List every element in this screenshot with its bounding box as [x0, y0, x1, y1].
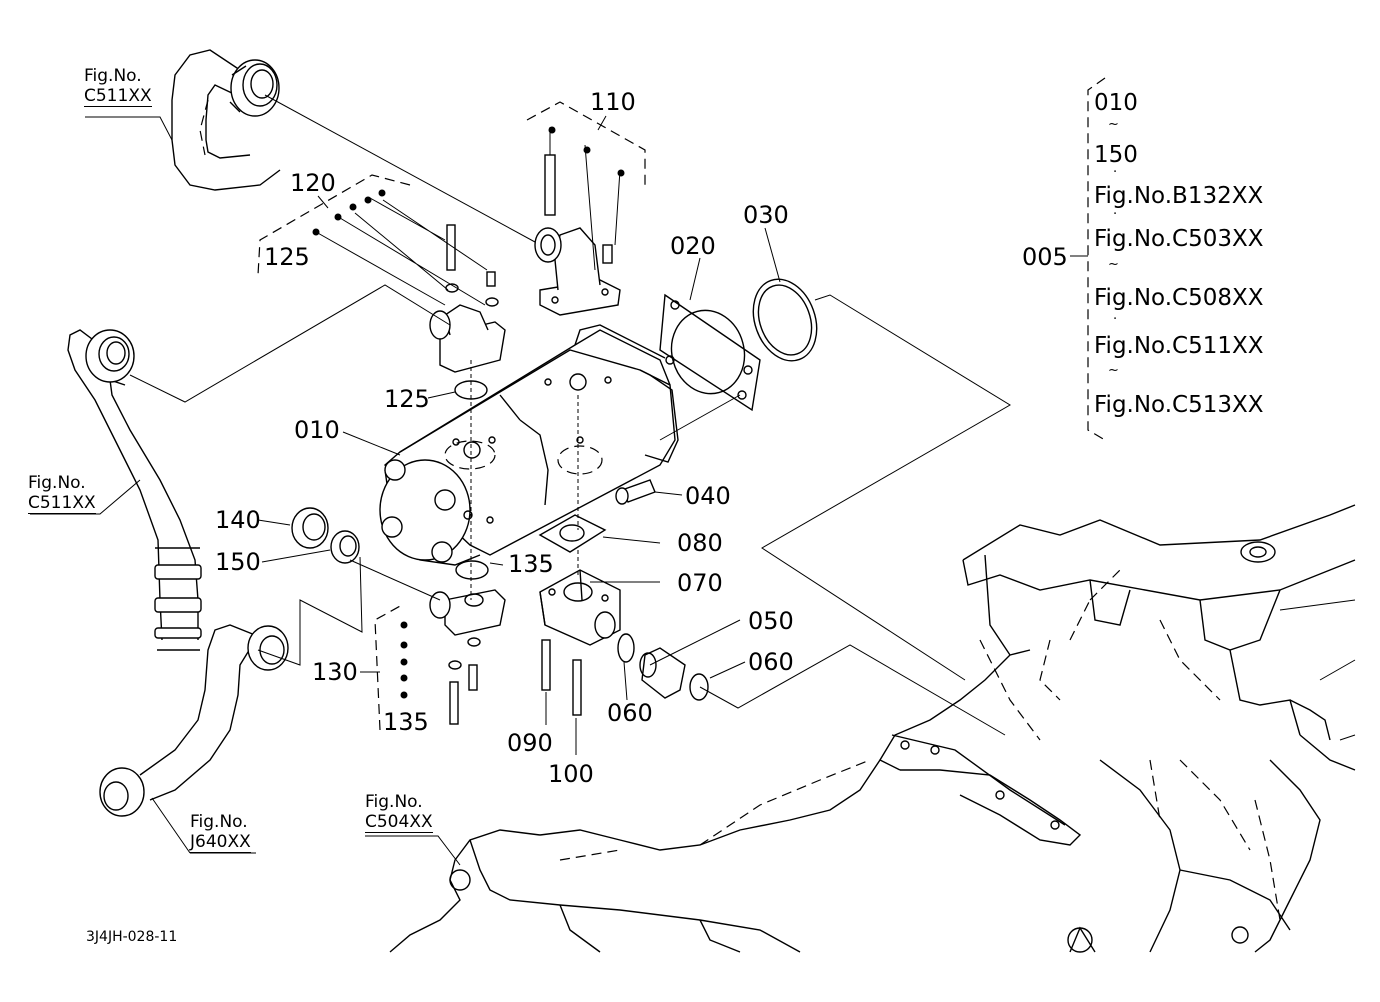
- elbow-fitting-110: [534, 154, 621, 316]
- nut-140: [291, 507, 329, 549]
- group-line-0: 010: [1094, 90, 1138, 116]
- fig-ref-bottom-center-code: C504XX: [365, 812, 433, 833]
- part-label-010: 010: [294, 416, 340, 444]
- group-line-3: Fig.No.C503XX: [1094, 226, 1264, 252]
- fig-ref-mid-left-code: C511XX: [28, 493, 96, 514]
- group-line-5: Fig.No.C511XX: [1094, 333, 1264, 359]
- pump-body-010: [379, 324, 679, 566]
- part-label-100: 100: [548, 760, 594, 788]
- gasket-080: [538, 514, 607, 553]
- fig-ref-top-left: Fig.No. C511XX: [84, 66, 152, 107]
- part-label-030: 030: [743, 201, 789, 229]
- o-ring-060-left: [617, 633, 635, 663]
- fitting-050: [639, 647, 686, 699]
- drawing-id: 3J4JH-028-11: [86, 929, 178, 945]
- group-line-6: Fig.No.C513XX: [1094, 392, 1264, 418]
- part-label-130: 130: [312, 658, 358, 686]
- pipe-top-left: [171, 49, 281, 191]
- group-label-005: 005: [1022, 243, 1068, 271]
- pipe-bottom-left: [99, 624, 289, 817]
- part-label-090: 090: [507, 729, 553, 757]
- fig-ref-top-left-code: C511XX: [84, 86, 152, 107]
- fig-ref-bottom-left-code: J640XX: [190, 832, 251, 853]
- part-label-135-lower: 135: [383, 708, 429, 736]
- o-ring-030: [752, 278, 818, 362]
- gasket-020: [659, 293, 761, 412]
- part-label-060-right: 060: [748, 648, 794, 676]
- part-label-110: 110: [590, 88, 636, 116]
- group-line-2: Fig.No.B132XX: [1094, 183, 1264, 209]
- fig-ref-bottom-center: Fig.No. C504XX: [365, 792, 433, 833]
- part-label-120: 120: [290, 169, 336, 197]
- flange-130: [429, 560, 506, 725]
- bolt-090: [541, 639, 551, 691]
- part-label-150: 150: [215, 548, 261, 576]
- separator-dot-1: ·: [1113, 165, 1118, 180]
- o-ring-060-right: [689, 673, 709, 701]
- bolt-100: [572, 659, 582, 716]
- part-label-125-upper: 125: [264, 243, 310, 271]
- part-label-140: 140: [215, 506, 261, 534]
- leader-lines: [30, 94, 1011, 866]
- pipe-mid-left: [67, 329, 202, 651]
- elbow-block-070: [539, 569, 621, 646]
- part-label-125-lower: 125: [384, 385, 430, 413]
- fig-ref-top-left-prefix: Fig.No.: [84, 66, 142, 86]
- fig-ref-mid-left: Fig.No. C511XX: [28, 473, 96, 514]
- range-tilde-2: ~: [1108, 257, 1119, 272]
- plug-150: [330, 530, 360, 564]
- fig-ref-bottom-center-prefix: Fig.No.: [365, 792, 423, 812]
- part-label-070: 070: [677, 569, 723, 597]
- fig-ref-bottom-left: Fig.No. J640XX: [190, 812, 251, 853]
- part-label-050: 050: [748, 607, 794, 635]
- part-label-040: 040: [685, 482, 731, 510]
- flange-125: [429, 224, 506, 400]
- transmission-housing: [389, 504, 1356, 953]
- separator-dot-2: ·: [1113, 207, 1118, 222]
- group-line-4: Fig.No.C508XX: [1094, 285, 1264, 311]
- part-label-135-upper: 135: [508, 550, 554, 578]
- part-label-020: 020: [670, 232, 716, 260]
- part-label-060-left: 060: [607, 699, 653, 727]
- range-tilde-1: ~: [1108, 117, 1119, 132]
- range-tilde-3: ~: [1108, 363, 1119, 378]
- fig-ref-bottom-left-prefix: Fig.No.: [190, 812, 248, 832]
- separator-dot-3: ·: [1113, 312, 1118, 327]
- group-brackets: [257, 77, 1106, 731]
- group-line-1: 150: [1094, 142, 1138, 168]
- part-label-080: 080: [677, 529, 723, 557]
- fastener-dots: [312, 126, 625, 699]
- fig-ref-mid-left-prefix: Fig.No.: [28, 473, 86, 493]
